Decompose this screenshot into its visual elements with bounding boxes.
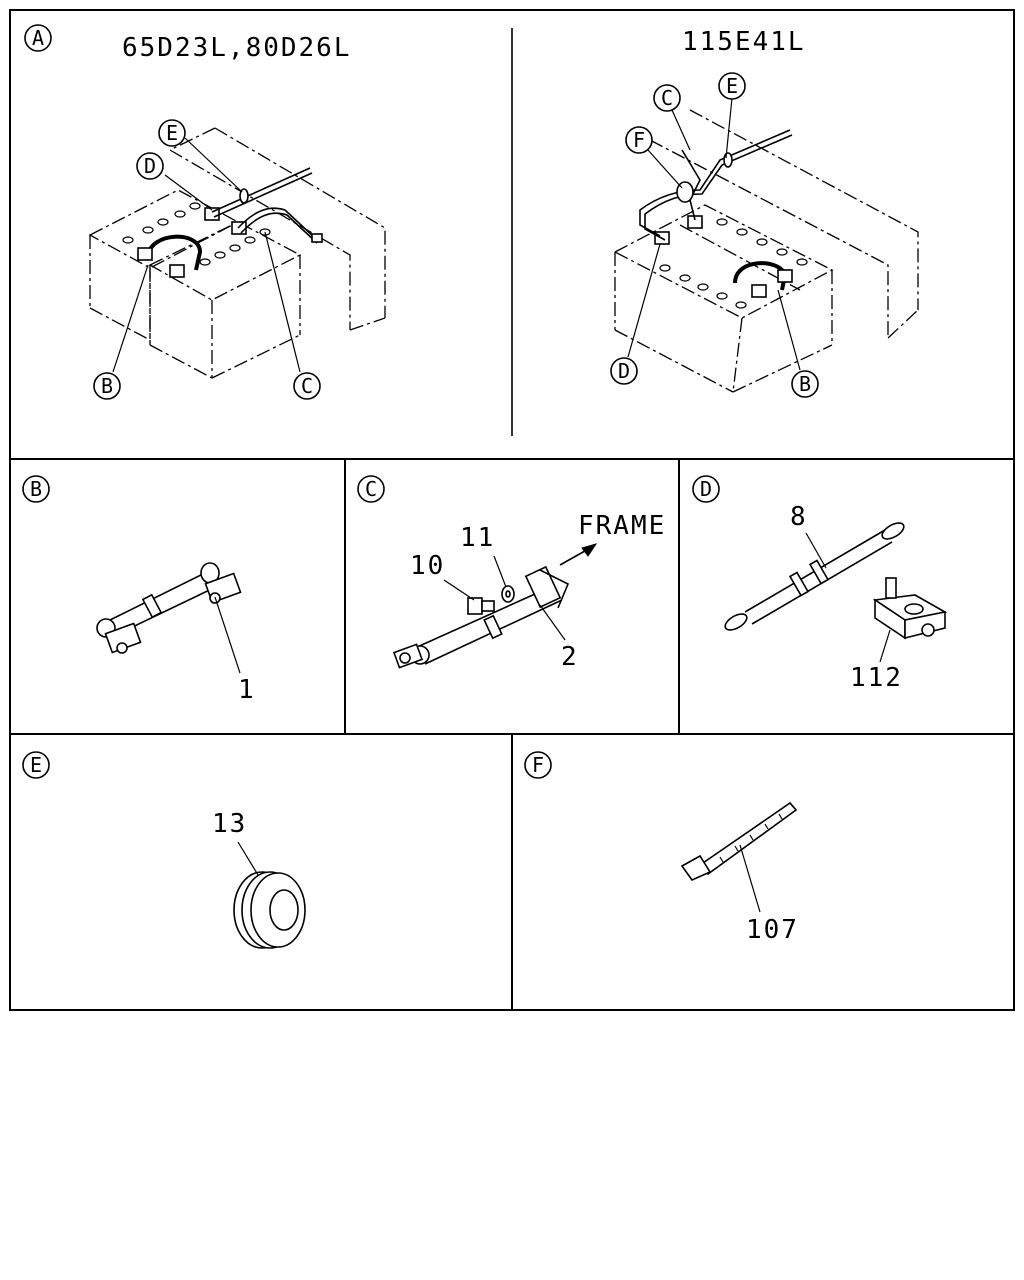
section-e: E 13 xyxy=(22,751,306,949)
right-battery-illustration xyxy=(613,109,919,393)
left-callout-e: E xyxy=(158,119,186,147)
section-d-badge: D xyxy=(692,475,720,503)
right-callouts: C E F D B xyxy=(610,72,819,398)
svg-text:D: D xyxy=(618,359,630,383)
part-112-terminal-illustration xyxy=(872,577,948,640)
left-battery-illustration xyxy=(88,127,386,379)
part-107-cable-tie-illustration xyxy=(680,801,798,881)
left-battery-models: 65D23L,80D26L xyxy=(122,33,352,63)
svg-text:B: B xyxy=(799,372,811,396)
part-number-112: 112 xyxy=(850,663,903,693)
part-10-bolt-illustration xyxy=(467,597,495,615)
part-2-cable-illustration xyxy=(392,565,570,669)
svg-text:F: F xyxy=(633,128,645,152)
svg-text:D: D xyxy=(144,154,156,178)
part-number-10: 10 xyxy=(410,551,445,581)
frame-label: FRAME xyxy=(578,511,666,541)
part-1-cable-illustration xyxy=(96,562,242,654)
part-number-11: 11 xyxy=(460,523,495,553)
svg-text:A: A xyxy=(32,26,44,50)
part-number-1: 1 xyxy=(238,675,256,705)
svg-text:B: B xyxy=(101,374,113,398)
left-callouts: E D B C xyxy=(93,119,321,400)
panel-borders xyxy=(9,9,1015,1011)
part-number-107: 107 xyxy=(746,915,799,945)
section-a: A 65D23L,80D26L 115E41L xyxy=(24,24,919,400)
part-11-washer-illustration xyxy=(501,585,515,603)
svg-text:F: F xyxy=(532,753,544,777)
svg-text:E: E xyxy=(166,121,178,145)
part-8-cable-illustration xyxy=(724,522,905,631)
right-callout-c: C xyxy=(653,84,681,112)
section-f-badge: F xyxy=(524,751,552,779)
section-b: B 1 xyxy=(22,475,256,705)
part-13-grommet-illustration xyxy=(233,871,306,949)
right-callout-f: F xyxy=(625,126,653,154)
left-callout-b: B xyxy=(93,372,121,400)
part-number-13: 13 xyxy=(212,809,247,839)
section-f: F 107 xyxy=(524,751,799,945)
section-d: D 8 112 xyxy=(692,475,948,693)
svg-text:C: C xyxy=(365,477,377,501)
section-e-badge: E xyxy=(22,751,50,779)
section-c: C FRAME 10 11 2 xyxy=(357,475,666,672)
section-b-badge: B xyxy=(22,475,50,503)
left-callout-c: C xyxy=(293,372,321,400)
svg-text:D: D xyxy=(700,477,712,501)
svg-text:B: B xyxy=(30,477,42,501)
right-callout-d: D xyxy=(610,357,638,385)
part-number-2: 2 xyxy=(561,642,579,672)
svg-text:C: C xyxy=(301,374,313,398)
right-callout-b: B xyxy=(791,370,819,398)
left-callout-d: D xyxy=(136,152,164,180)
part-number-8: 8 xyxy=(790,502,808,532)
svg-text:C: C xyxy=(661,86,673,110)
svg-text:E: E xyxy=(726,74,738,98)
right-callout-e: E xyxy=(718,72,746,100)
right-battery-model: 115E41L xyxy=(682,27,806,57)
section-a-badge: A xyxy=(24,24,52,52)
section-c-badge: C xyxy=(357,475,385,503)
svg-text:E: E xyxy=(30,753,42,777)
